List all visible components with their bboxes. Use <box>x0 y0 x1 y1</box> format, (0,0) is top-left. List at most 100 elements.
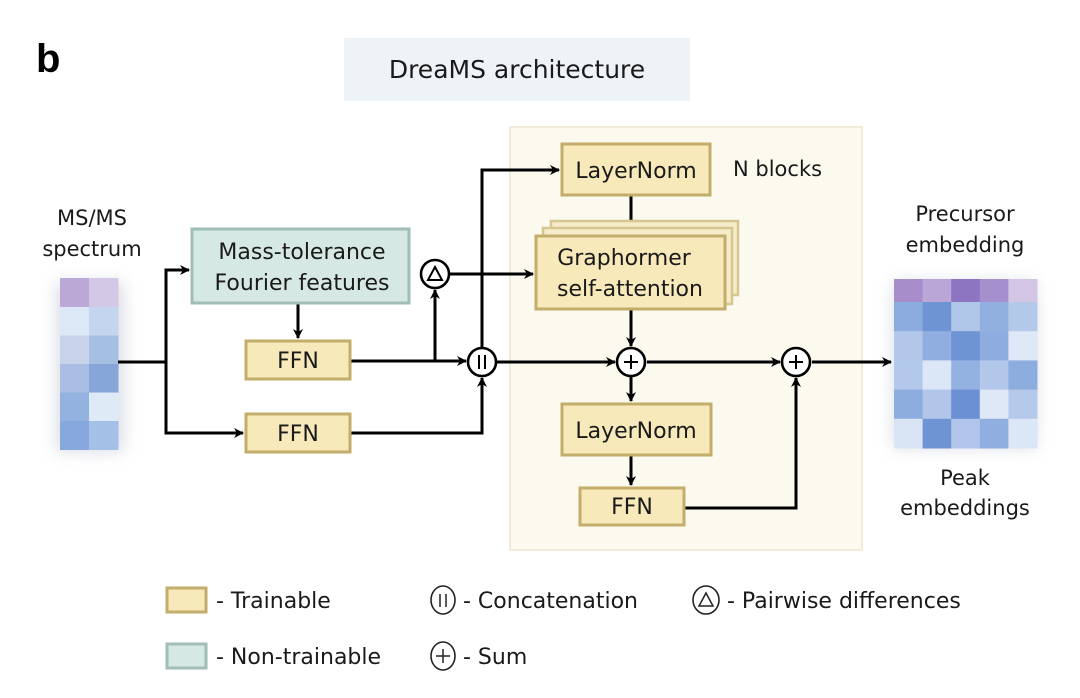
output-matrix-cell <box>951 360 981 391</box>
ffn-bottom-node: FFN <box>244 412 352 454</box>
graphormer-line2: self-attention <box>557 277 703 302</box>
legend-trainable-label: - Trainable <box>216 589 331 614</box>
graphormer-node: Graphormer self-attention <box>534 219 740 311</box>
output-matrix-cell <box>979 279 1009 303</box>
legend: - Trainable - Non-trainable - Concatenat… <box>165 585 961 671</box>
output-bottom-label-line1: Peak <box>940 466 991 490</box>
input-matrix-cell <box>60 278 90 308</box>
output-matrix-cell <box>922 418 952 449</box>
output-top-label-line2: embedding <box>906 233 1025 257</box>
output-top-label-line1: Precursor <box>915 202 1015 226</box>
input-matrix-cell <box>89 307 119 336</box>
plus-icon <box>436 649 450 663</box>
wire-ffn-bottom-to-concat <box>351 377 487 435</box>
output-matrix-cell <box>1008 331 1038 361</box>
ffn-block-label: FFN <box>611 495 653 520</box>
input-matrix-cell <box>60 421 90 450</box>
output-matrix-cell <box>894 389 924 420</box>
wire-ffn-to-sum2 <box>685 377 801 510</box>
triangle-icon <box>426 264 444 281</box>
output-matrix-cell <box>894 331 924 361</box>
title-background <box>344 38 690 101</box>
output-matrix-cell <box>1008 418 1038 449</box>
output-matrix-cell <box>894 279 924 303</box>
input-matrix-cell <box>89 278 119 308</box>
sum-op-1 <box>615 346 647 378</box>
trainable-swatch <box>165 586 208 614</box>
legend-concatenation-label: - Concatenation <box>463 589 638 614</box>
output-matrix-cell <box>922 279 952 303</box>
output-matrix-cell <box>979 302 1009 332</box>
input-label-line2: spectrum <box>42 237 141 261</box>
ffn-bottom-label: FFN <box>277 422 319 447</box>
output-matrix-cell <box>1008 360 1038 391</box>
input-matrix-cell <box>89 335 119 365</box>
input-spectrum-matrix <box>60 278 119 450</box>
legend-concatenation: - Concatenation <box>430 585 638 615</box>
panel-letter: b <box>36 37 60 81</box>
input-matrix-cell <box>60 307 90 336</box>
output-matrix-cell <box>1008 302 1038 332</box>
input-matrix-cell <box>89 364 119 393</box>
ffn-top-node: FFN <box>244 339 352 381</box>
input-matrix-cell <box>60 364 90 393</box>
output-matrix-cell <box>922 331 952 361</box>
output-embedding-matrix <box>894 279 1038 449</box>
parallel-bars-icon <box>478 355 486 369</box>
input-matrix-cell <box>60 392 90 422</box>
output-matrix-cell <box>922 302 952 332</box>
output-matrix-cell <box>894 360 924 391</box>
legend-sum: - Sum <box>430 641 527 671</box>
output-matrix-cell <box>979 360 1009 391</box>
wire-to-ffn-bottom <box>164 362 244 438</box>
layernorm-1-node: LayerNorm <box>560 142 712 197</box>
legend-trainable: - Trainable <box>165 586 331 614</box>
layernorm-1-label: LayerNorm <box>575 159 696 184</box>
layernorm-2-label: LayerNorm <box>575 419 696 444</box>
output-matrix-cell <box>979 389 1009 420</box>
graphormer-line1: Graphormer <box>557 246 692 271</box>
pairwise-differences-op <box>419 258 451 290</box>
output-matrix-cell <box>1008 389 1038 420</box>
plus-icon <box>624 355 638 369</box>
non-trainable-swatch <box>165 642 208 670</box>
output-matrix-cell <box>951 389 981 420</box>
diagram-title: DreaMS architecture <box>389 55 645 84</box>
output-matrix-cell <box>894 302 924 332</box>
output-matrix-cell <box>1008 279 1038 303</box>
concatenation-op <box>466 346 498 378</box>
output-matrix-cell <box>979 418 1009 449</box>
layernorm-2-node: LayerNorm <box>560 402 713 457</box>
fourier-features-node: Mass-tolerance Fourier features <box>190 227 411 305</box>
wire-to-fourier <box>164 265 190 362</box>
output-matrix-cell <box>951 418 981 449</box>
output-matrix-cell <box>894 418 924 449</box>
input-matrix-cell <box>89 392 119 422</box>
connections <box>118 165 892 510</box>
output-matrix-cell <box>922 360 952 391</box>
legend-non-trainable: - Non-trainable <box>165 642 381 670</box>
fourier-line1: Mass-tolerance <box>218 240 385 265</box>
n-blocks-panel <box>509 126 863 551</box>
n-blocks-label: N blocks <box>733 157 822 181</box>
fourier-line2: Fourier features <box>215 271 390 296</box>
input-matrix-cell <box>60 335 90 365</box>
output-matrix-cell <box>951 331 981 361</box>
output-matrix-cell <box>951 302 981 332</box>
parallel-bars-icon <box>439 594 447 607</box>
plus-icon <box>789 355 803 369</box>
legend-pairwise-label: - Pairwise differences <box>727 589 961 614</box>
ffn-top-label: FFN <box>277 349 319 374</box>
legend-sum-label: - Sum <box>463 645 527 670</box>
legend-non-trainable-label: - Non-trainable <box>216 645 381 670</box>
ffn-block-node: FFN <box>578 486 686 527</box>
output-bottom-label-line2: embeddings <box>900 496 1030 520</box>
output-matrix-cell <box>979 331 1009 361</box>
input-matrix-cell <box>89 421 119 450</box>
sum-op-2 <box>780 346 812 378</box>
input-label-line1: MS/MS <box>57 206 127 230</box>
triangle-icon <box>697 591 715 607</box>
output-matrix-cell <box>922 389 952 420</box>
wire-concat-to-layernorm <box>480 165 560 348</box>
